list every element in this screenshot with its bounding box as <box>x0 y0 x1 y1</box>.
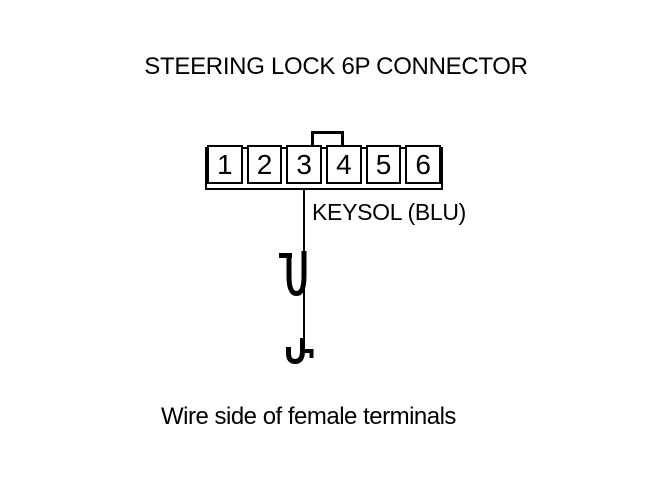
connector-keying-tab <box>311 131 344 148</box>
female-terminal-icon <box>279 251 307 297</box>
pin-cell-6: 6 <box>405 145 442 184</box>
connector-pin-row: 1 2 3 4 5 6 <box>207 145 442 184</box>
pin-cell-2: 2 <box>246 145 283 184</box>
pin-cell-4: 4 <box>326 145 362 184</box>
diagram-title: STEERING LOCK 6P CONNECTOR <box>144 53 528 80</box>
pin-cell-5: 5 <box>365 145 402 184</box>
test-probe-icon <box>286 338 314 365</box>
pin-cell-3: 3 <box>286 145 323 184</box>
wire-signal-label: KEYSOL (BLU) <box>312 199 467 225</box>
pin-cell-1: 1 <box>207 145 243 184</box>
connector-housing <box>205 147 443 190</box>
diagram-caption: Wire side of female terminals <box>161 403 456 430</box>
